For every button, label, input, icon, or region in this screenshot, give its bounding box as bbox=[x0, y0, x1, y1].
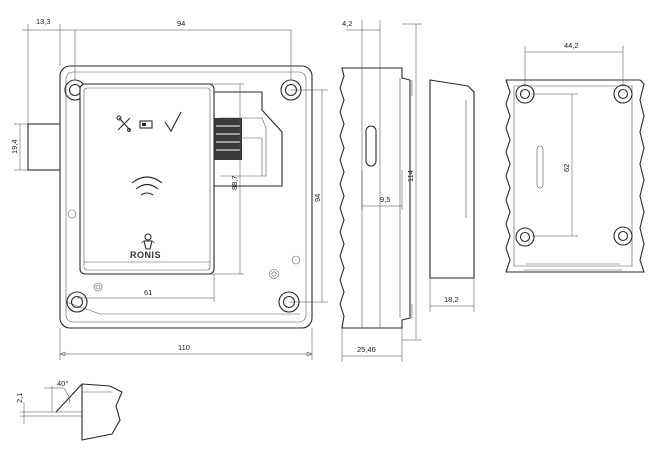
side-view: 4,2 114 9,5 25,46 bbox=[339, 19, 422, 362]
svg-text:2,1: 2,1 bbox=[15, 393, 24, 403]
svg-text:94: 94 bbox=[313, 194, 322, 202]
side-housing bbox=[339, 67, 411, 329]
screw-hole bbox=[93, 282, 103, 292]
cover-body bbox=[429, 79, 475, 279]
dim-bolt-height: 19,4 bbox=[10, 123, 28, 171]
front-view: RONIS 110 94 13,3 19,4 94 88,7 bbox=[10, 17, 328, 360]
dim-hole-spacing-h: 94 bbox=[289, 89, 328, 303]
screw-hole bbox=[269, 269, 279, 279]
svg-text:94: 94 bbox=[177, 19, 185, 28]
svg-text:18,2: 18,2 bbox=[444, 295, 459, 304]
svg-text:62: 62 bbox=[562, 164, 571, 172]
dim-cover-depth: 18,2 bbox=[429, 278, 475, 312]
dim-side-mid-width: 9,5 bbox=[361, 170, 403, 210]
dim-side-depth: 25,46 bbox=[341, 328, 403, 362]
back-housing bbox=[505, 79, 645, 273]
checkmark-icon bbox=[164, 111, 182, 133]
latch-teeth bbox=[214, 118, 242, 160]
lock-bolt bbox=[27, 123, 63, 171]
bolt-angle-label: 40° bbox=[57, 379, 68, 388]
dim-back-width: 44,2 bbox=[524, 41, 624, 86]
svg-text:110: 110 bbox=[178, 343, 190, 352]
reader-panel bbox=[79, 83, 215, 275]
brand-logo-text: RONIS bbox=[130, 250, 161, 260]
wrench-cross-icon bbox=[116, 115, 131, 132]
back-slot bbox=[536, 145, 544, 189]
dim-overall-width: 110 bbox=[59, 328, 313, 360]
dim-bottom-offset: 61 bbox=[77, 274, 215, 302]
mounting-hole-bottom-left bbox=[66, 291, 88, 313]
dim-side-top-width: 4,2 bbox=[342, 19, 381, 68]
svg-text:25,46: 25,46 bbox=[357, 345, 376, 354]
svg-text:44,2: 44,2 bbox=[564, 41, 579, 50]
keyhole-person-logo bbox=[140, 233, 156, 250]
svg-text:114: 114 bbox=[406, 170, 415, 182]
svg-text:9,5: 9,5 bbox=[380, 195, 390, 204]
dim-bolt-offset: 2,1 bbox=[15, 393, 25, 424]
svg-text:4,2: 4,2 bbox=[342, 19, 352, 28]
back-view: 44,2 62 bbox=[505, 41, 645, 273]
back-hole-bottom-right bbox=[613, 226, 633, 246]
back-hole-bottom-left bbox=[515, 227, 535, 247]
dim-inner-width: 94 bbox=[74, 19, 292, 80]
housing-inner bbox=[65, 71, 307, 323]
dim-left-offset: 13,3 bbox=[22, 17, 75, 124]
card-slot-icon bbox=[139, 120, 153, 129]
svg-text:88,7: 88,7 bbox=[230, 175, 239, 190]
svg-text:13,3: 13,3 bbox=[36, 17, 51, 26]
rfid-waves-icon bbox=[131, 176, 163, 196]
dim-side-total-height: 114 bbox=[402, 23, 422, 341]
side-slot bbox=[365, 125, 377, 167]
cover-profile: 18,2 bbox=[429, 79, 475, 312]
dim-inner-height: 88,7 bbox=[210, 83, 244, 275]
dim-back-height: 62 bbox=[532, 93, 578, 237]
bolt-detail-body bbox=[81, 383, 123, 441]
svg-text:19,4: 19,4 bbox=[10, 139, 19, 154]
bolt-detail: 40° 2,1 bbox=[15, 379, 123, 441]
svg-text:61: 61 bbox=[144, 288, 152, 297]
